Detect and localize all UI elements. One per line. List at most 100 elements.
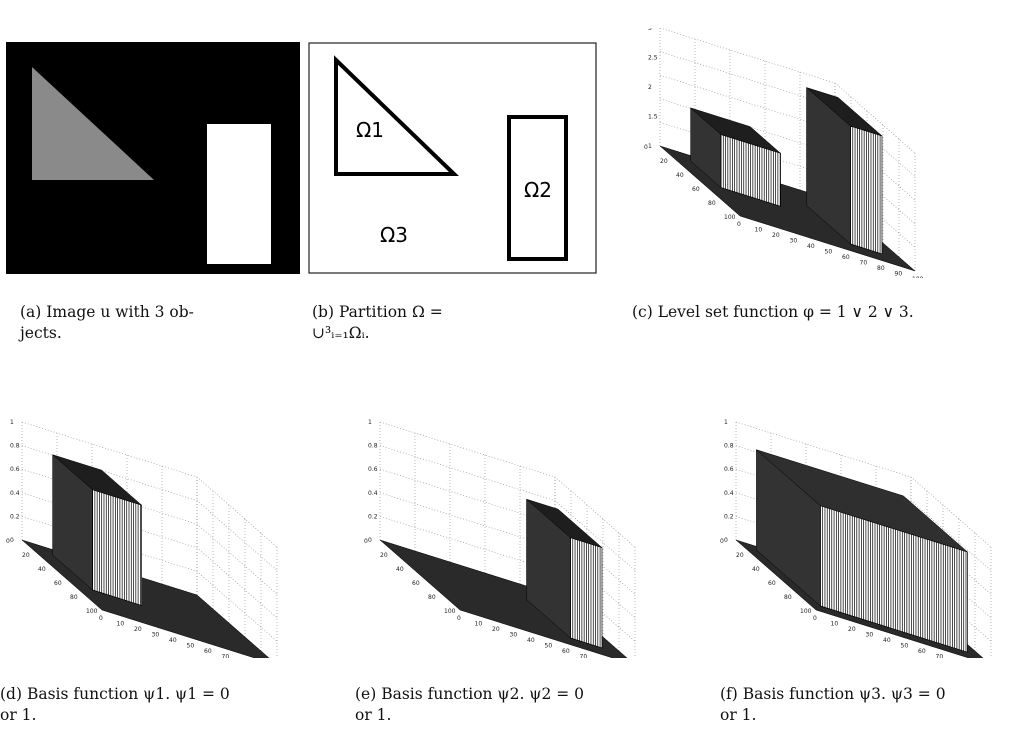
svg-text:100: 100 xyxy=(86,608,98,615)
svg-text:100: 100 xyxy=(912,276,924,278)
caption-c: (c) Level set function φ = 1 ∨ 2 ∨ 3. xyxy=(632,303,914,321)
partition-diagram: Ω1 Ω2 Ω3 xyxy=(308,42,597,274)
svg-text:20: 20 xyxy=(848,626,856,633)
svg-text:90: 90 xyxy=(895,271,903,278)
svg-text:0: 0 xyxy=(720,538,724,545)
svg-text:100: 100 xyxy=(724,214,736,221)
svg-text:1: 1 xyxy=(368,419,372,426)
svg-text:0.6: 0.6 xyxy=(368,466,378,473)
triangle-object xyxy=(32,67,154,180)
svg-text:3: 3 xyxy=(648,28,652,32)
svg-text:40: 40 xyxy=(396,566,404,573)
svg-text:0: 0 xyxy=(813,615,817,622)
svg-text:0: 0 xyxy=(99,615,103,622)
plot-e-psi2: 010203040506070809010002040608010000.20.… xyxy=(364,419,636,659)
svg-text:10: 10 xyxy=(475,621,483,628)
rectangle-object xyxy=(207,124,271,264)
svg-text:0.2: 0.2 xyxy=(10,513,20,520)
svg-text:50: 50 xyxy=(901,643,909,650)
svg-text:0: 0 xyxy=(644,144,648,151)
svg-text:60: 60 xyxy=(204,648,212,655)
svg-text:0: 0 xyxy=(724,537,728,544)
panel-a-image xyxy=(6,42,300,274)
svg-text:60: 60 xyxy=(768,580,776,587)
svg-text:40: 40 xyxy=(38,566,46,573)
omega2-label: Ω2 xyxy=(524,178,552,202)
level-rect xyxy=(806,86,883,255)
psi1-triangle xyxy=(52,454,142,606)
svg-text:10: 10 xyxy=(831,621,839,628)
svg-text:80: 80 xyxy=(877,265,885,272)
svg-text:0.8: 0.8 xyxy=(724,443,734,450)
svg-text:80: 80 xyxy=(70,594,78,601)
svg-text:10: 10 xyxy=(117,621,125,628)
svg-text:50: 50 xyxy=(187,643,195,650)
svg-text:100: 100 xyxy=(800,608,812,615)
svg-text:20: 20 xyxy=(134,626,142,633)
svg-text:0: 0 xyxy=(457,615,461,622)
omega2-rectangle xyxy=(507,115,568,261)
caption-b: (b) Partition Ω = ∪³ᵢ₌₁Ωᵢ. xyxy=(312,303,443,342)
caption-f: (f) Basis function ψ3. ψ3 = 0 or 1. xyxy=(720,685,946,724)
svg-text:30: 30 xyxy=(510,632,518,639)
svg-text:0.8: 0.8 xyxy=(368,443,378,450)
svg-text:40: 40 xyxy=(676,172,684,179)
svg-text:30: 30 xyxy=(790,238,798,245)
svg-text:60: 60 xyxy=(692,186,700,193)
svg-text:2.5: 2.5 xyxy=(648,55,658,62)
svg-text:0.2: 0.2 xyxy=(368,513,378,520)
svg-text:20: 20 xyxy=(492,626,500,633)
svg-text:0: 0 xyxy=(737,221,741,228)
svg-text:0.4: 0.4 xyxy=(10,490,20,497)
svg-text:70: 70 xyxy=(936,654,944,659)
psi3-surface xyxy=(756,449,968,653)
caption-e: (e) Basis function ψ2. ψ2 = 0 or 1. xyxy=(355,685,585,724)
svg-text:60: 60 xyxy=(918,648,926,655)
svg-text:30: 30 xyxy=(152,632,160,639)
svg-text:80: 80 xyxy=(708,200,716,207)
plot-f-psi3: 010203040506070809010002040608010000.20.… xyxy=(720,419,992,659)
omega1-label: Ω1 xyxy=(356,118,384,142)
svg-text:20: 20 xyxy=(772,232,780,239)
level-triangle xyxy=(690,107,781,207)
plot-c-levelset: 010203040506070809010002040608010011.522… xyxy=(644,28,924,278)
svg-text:0: 0 xyxy=(6,538,10,545)
svg-text:30: 30 xyxy=(866,632,874,639)
svg-text:40: 40 xyxy=(883,637,891,644)
svg-text:20: 20 xyxy=(736,552,744,559)
svg-text:40: 40 xyxy=(752,566,760,573)
svg-text:0.2: 0.2 xyxy=(724,513,734,520)
svg-text:100: 100 xyxy=(444,608,456,615)
svg-text:10: 10 xyxy=(755,227,763,234)
svg-text:0.8: 0.8 xyxy=(10,443,20,450)
svg-text:20: 20 xyxy=(660,158,668,165)
svg-text:0: 0 xyxy=(368,537,372,544)
svg-text:80: 80 xyxy=(428,594,436,601)
svg-text:60: 60 xyxy=(412,580,420,587)
image-u-objects xyxy=(32,67,271,264)
svg-text:60: 60 xyxy=(54,580,62,587)
svg-text:0: 0 xyxy=(10,537,14,544)
svg-text:50: 50 xyxy=(825,249,833,256)
omega3-label: Ω3 xyxy=(380,223,408,247)
svg-text:0.6: 0.6 xyxy=(724,466,734,473)
svg-text:60: 60 xyxy=(562,648,570,655)
svg-text:2: 2 xyxy=(648,84,652,91)
panel-b-partition: Ω1 Ω2 Ω3 xyxy=(308,42,597,274)
caption-d: (d) Basis function ψ1. ψ1 = 0 or 1. xyxy=(0,685,230,724)
svg-text:60: 60 xyxy=(842,254,850,261)
svg-text:40: 40 xyxy=(169,637,177,644)
psi2-rectangle xyxy=(526,498,603,649)
svg-text:0.4: 0.4 xyxy=(368,490,378,497)
svg-text:0.6: 0.6 xyxy=(10,466,20,473)
svg-text:40: 40 xyxy=(527,637,535,644)
svg-text:40: 40 xyxy=(807,243,815,250)
svg-text:1: 1 xyxy=(724,419,728,426)
svg-text:70: 70 xyxy=(580,654,588,659)
svg-text:1.5: 1.5 xyxy=(648,114,658,121)
svg-text:1: 1 xyxy=(648,143,652,150)
svg-text:70: 70 xyxy=(222,654,230,659)
svg-text:80: 80 xyxy=(784,594,792,601)
svg-text:20: 20 xyxy=(380,552,388,559)
caption-a: (a) Image u with 3 ob- jects. xyxy=(20,303,194,342)
